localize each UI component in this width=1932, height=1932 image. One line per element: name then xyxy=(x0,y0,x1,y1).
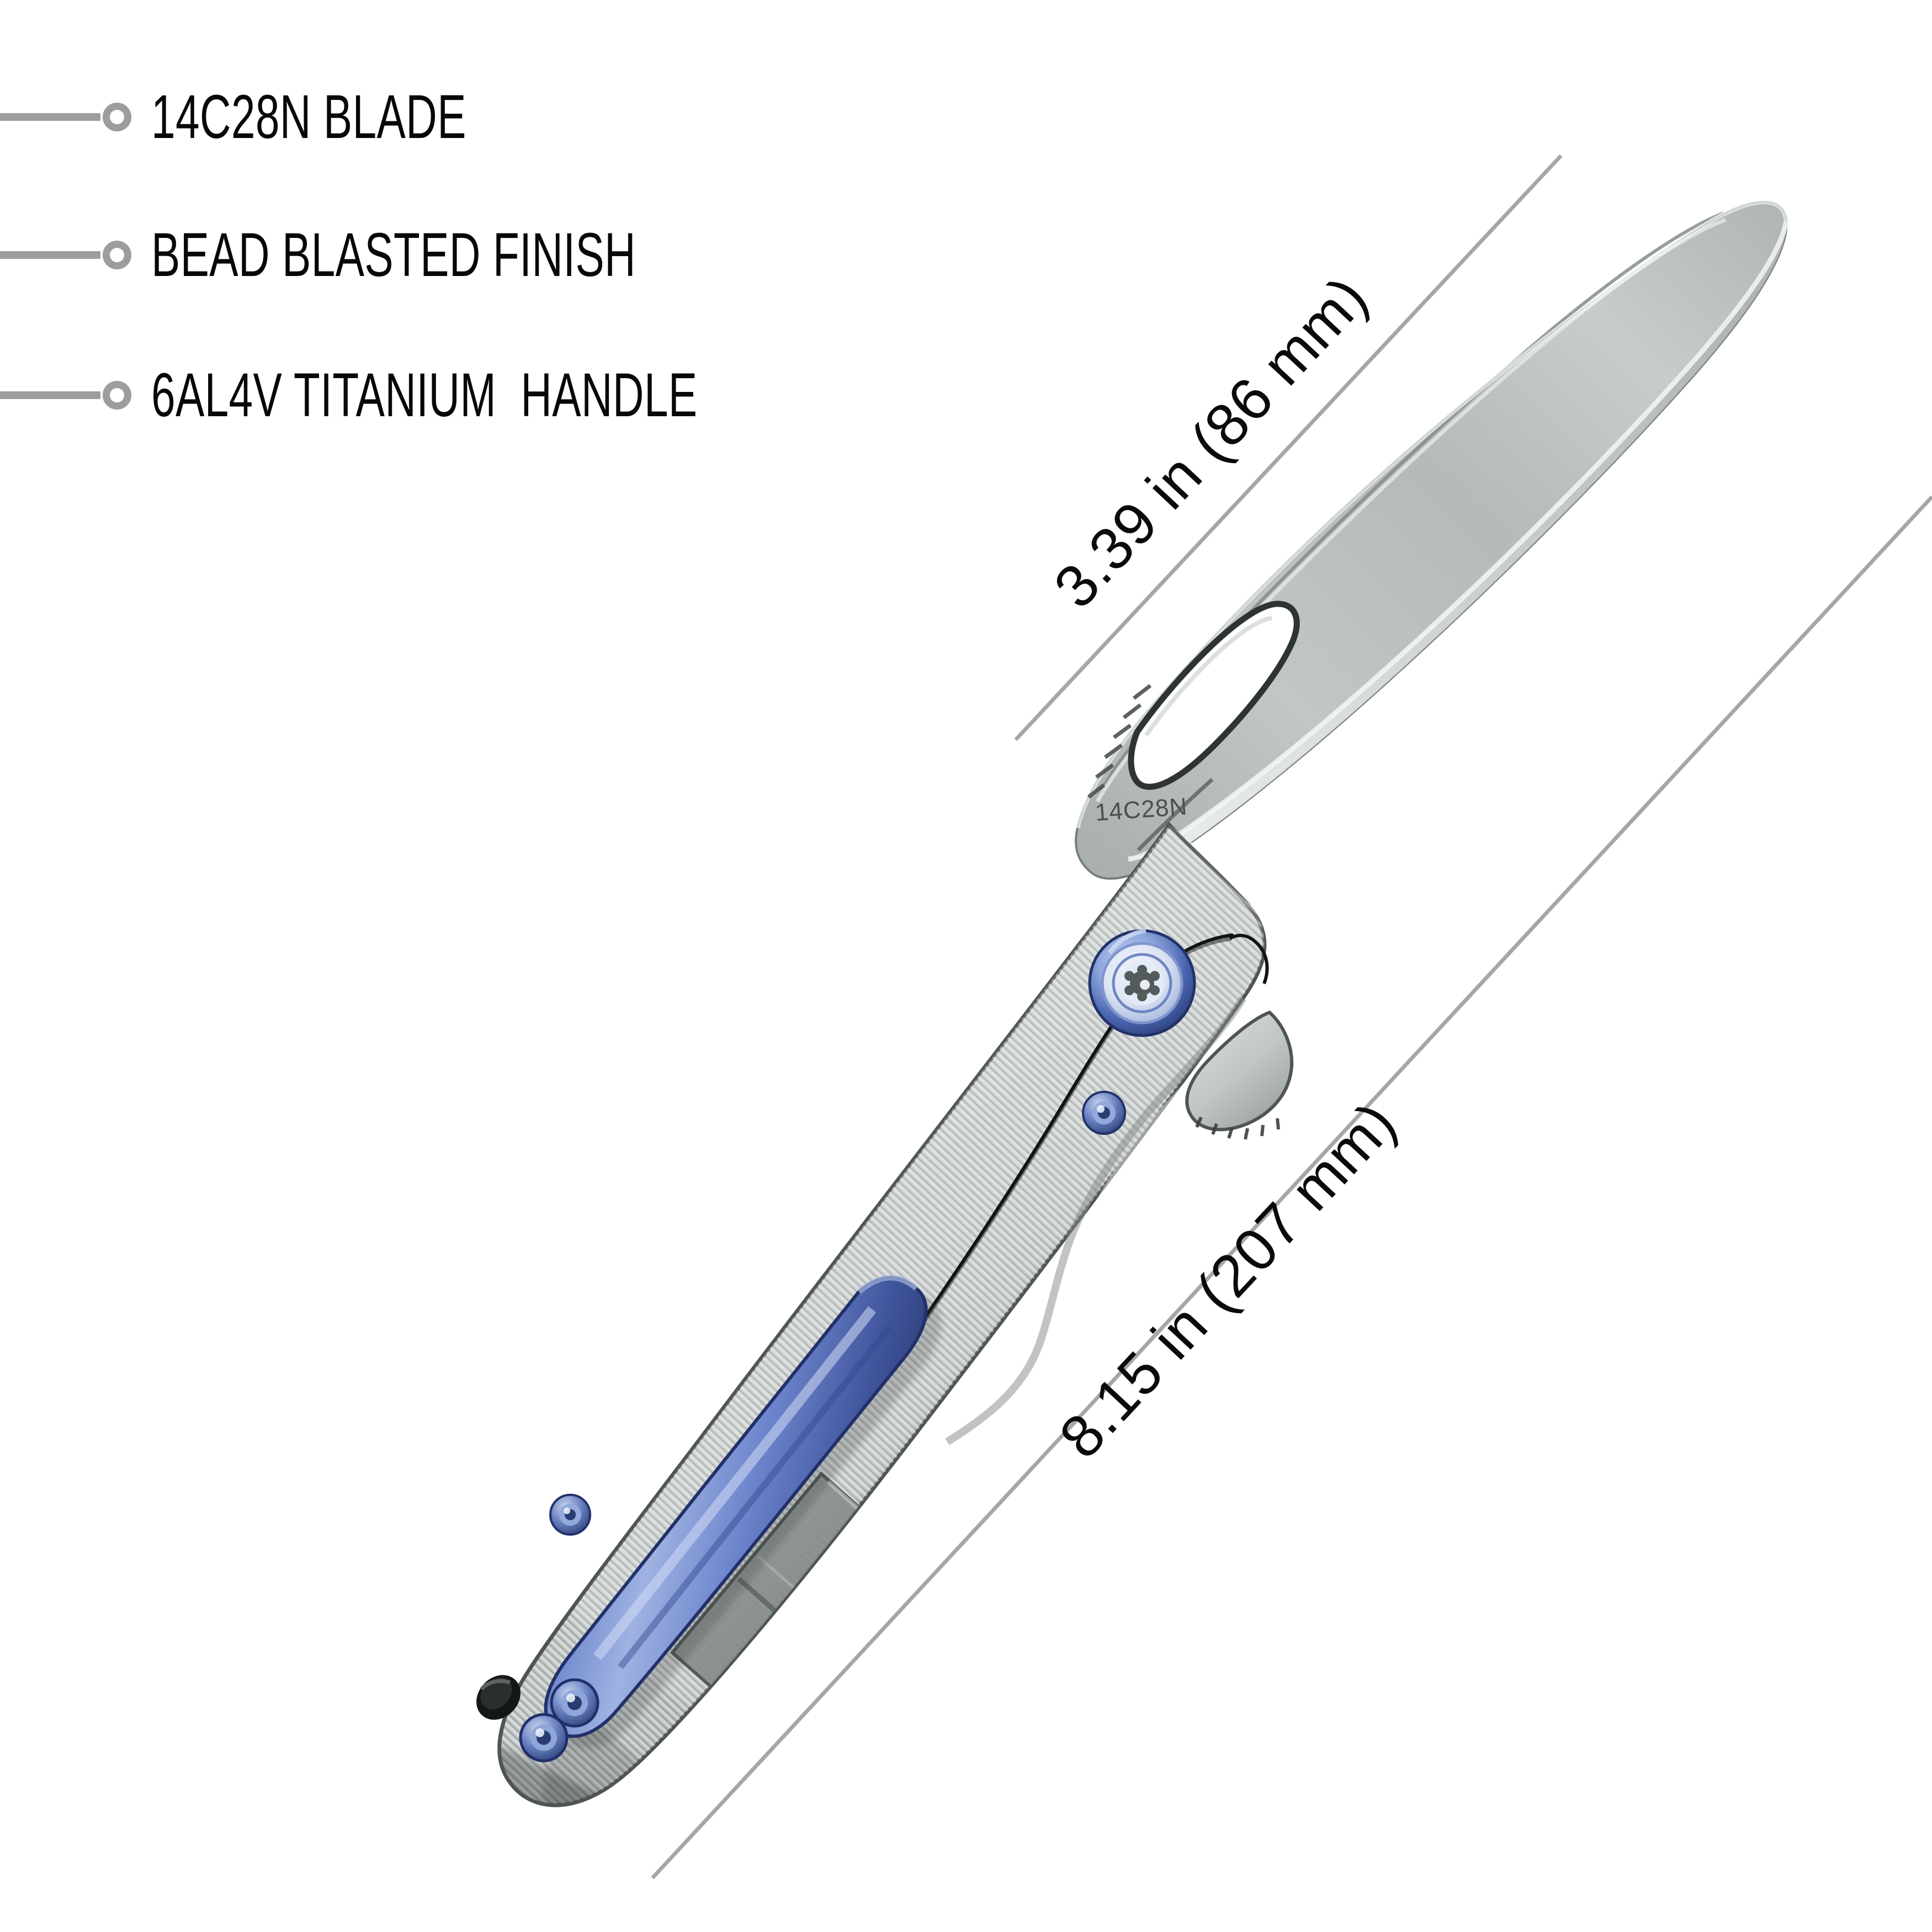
lockbar-relief xyxy=(1229,933,1269,985)
handle-milled-recess xyxy=(670,1471,952,1769)
feature-label-1: 14C28N BLADE xyxy=(151,82,466,151)
leader-line-1 xyxy=(0,113,100,121)
body-screw-upper xyxy=(1082,1091,1126,1135)
feature-callout-2: BEAD BLASTED FINISH xyxy=(0,222,843,288)
blade-body xyxy=(1075,201,1788,880)
feature-label-2: BEAD BLASTED FINISH xyxy=(151,220,636,289)
lockbar-cut-line xyxy=(766,936,1233,1515)
pivot-screw xyxy=(1088,928,1196,1037)
blade-edge-bevel xyxy=(1128,221,1787,859)
feature-label-3: 6AL4V TITANIUM HANDLE xyxy=(151,360,698,429)
lanyard-hole xyxy=(476,1675,521,1720)
blade-steel-stamp: 14C28N xyxy=(1094,793,1188,826)
flipper-jimping xyxy=(1195,1116,1280,1140)
body-screw-mid xyxy=(549,1494,591,1536)
blade-edge-highlight xyxy=(1128,220,1789,862)
clip-highlight xyxy=(593,1306,877,1660)
clip-body xyxy=(544,1276,928,1738)
clip-screw-lower xyxy=(519,1713,569,1763)
leader-line-3 xyxy=(0,391,100,399)
clip-screw-upper xyxy=(550,1678,599,1728)
leader-line-2 xyxy=(0,251,100,259)
knife-blade xyxy=(1075,200,1789,880)
flipper-tab xyxy=(1185,1010,1294,1140)
dimension-label-blade-length: 3.39 in (86 mm) xyxy=(1041,263,1381,620)
blade-plunge-line xyxy=(1137,778,1214,852)
torx-socket xyxy=(1124,965,1160,1001)
bullet-ring-3 xyxy=(103,381,131,410)
pocket-clip xyxy=(519,1275,942,1763)
dimension-line-blade xyxy=(1014,154,1563,741)
bullet-ring-2 xyxy=(103,241,131,269)
feature-callout-3: 6AL4V TITANIUM HANDLE xyxy=(0,362,931,428)
dimension-label-overall-length: 8.15 in (207 mm) xyxy=(1046,1089,1409,1471)
bullet-ring-1 xyxy=(103,103,131,131)
lockbar-cut-line-core xyxy=(768,933,1234,1511)
feature-callout-1: 14C28N BLADE xyxy=(0,84,601,150)
thumb-hole-opener xyxy=(1128,601,1300,790)
blade-spine-jimping xyxy=(1087,684,1152,799)
